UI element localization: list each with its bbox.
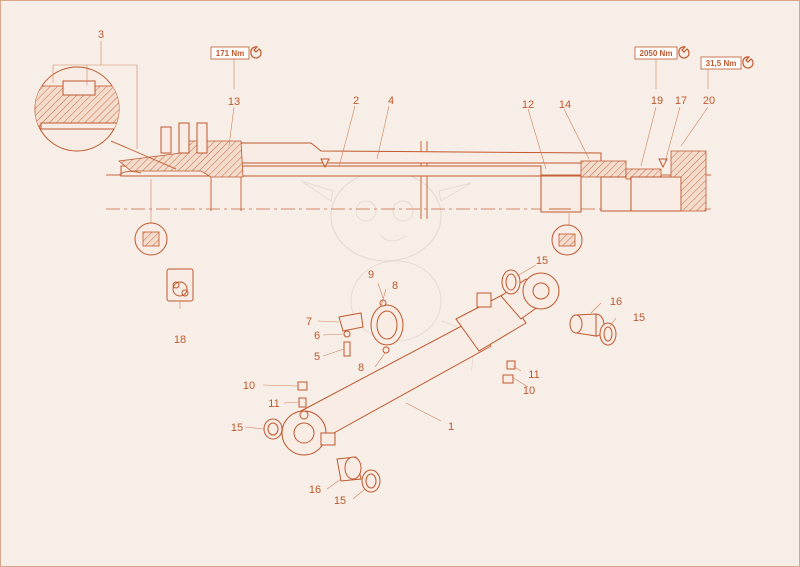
torque-label-31-5: 31,5 Nm <box>700 56 754 70</box>
fitting-10-11-right <box>502 360 516 384</box>
leader-3-arrow <box>110 140 177 170</box>
fitting-10-11-left <box>297 381 308 408</box>
cylinder-section-view <box>106 122 711 219</box>
callout-9: 9 <box>368 269 374 281</box>
torque-value-2050: 2050 Nm <box>640 49 673 58</box>
ring-15-bottom <box>361 469 381 493</box>
callout-12: 12 <box>522 99 534 111</box>
callout-16-right: 16 <box>610 296 622 308</box>
callout-10-right: 10 <box>523 385 535 397</box>
wrench-icon <box>250 46 262 59</box>
clamp-7 <box>338 312 364 332</box>
callout-1: 1 <box>448 421 454 433</box>
callout-14: 14 <box>559 99 571 111</box>
torque-value-31-5: 31,5 Nm <box>706 59 737 68</box>
callout-8-bottom: 8 <box>358 362 364 374</box>
callout-13: 13 <box>228 96 240 108</box>
callout-7: 7 <box>306 316 312 328</box>
callout-15-top: 15 <box>536 255 548 267</box>
callout-15-left: 15 <box>231 422 243 434</box>
detail-circle-seal-right <box>551 213 583 256</box>
callout-16-bottom: 16 <box>309 484 321 496</box>
ring-15-top <box>501 269 521 295</box>
callout-10-left: 10 <box>243 380 255 392</box>
bush-16-bottom <box>336 456 362 482</box>
wrench-icon <box>742 56 754 69</box>
callout-11-right: 11 <box>528 369 539 381</box>
bush-16-right <box>569 313 605 337</box>
detail-view-seal-3 <box>34 66 120 152</box>
wrench-icon <box>678 46 690 59</box>
callout-15-right: 15 <box>633 312 645 324</box>
callout-3: 3 <box>98 29 104 41</box>
washer-6 <box>343 330 351 338</box>
torque-value-171: 171 Nm <box>216 49 244 58</box>
callout-15-bottom: 15 <box>334 495 346 507</box>
ring-15-right <box>599 322 617 346</box>
callout-20: 20 <box>703 95 715 107</box>
torque-label-2050: 2050 Nm <box>634 46 690 60</box>
callout-8-top: 8 <box>392 280 398 292</box>
detail-circle-seal-left <box>134 179 168 256</box>
torque-label-171: 171 Nm <box>210 46 262 60</box>
callout-5: 5 <box>314 351 320 363</box>
callout-11-left: 11 <box>268 398 279 410</box>
clamp-assembly <box>338 299 404 357</box>
callout-6: 6 <box>314 330 320 342</box>
cylinder-exploded-view <box>281 272 560 456</box>
callout-18: 18 <box>174 334 186 346</box>
bolt-5 <box>343 341 351 357</box>
piston-seal-14 <box>580 160 627 178</box>
o-ring-8-bottom <box>382 346 390 354</box>
cylinder-tube <box>235 142 602 164</box>
callout-4: 4 <box>388 95 394 107</box>
callout-17: 17 <box>675 95 687 107</box>
callout-2: 2 <box>353 95 359 107</box>
seal-kit-bag-18 <box>166 268 194 309</box>
piston-rod <box>120 165 542 177</box>
cylinder-bottom <box>670 150 707 212</box>
ring-15-left <box>263 418 283 440</box>
callout-19: 19 <box>651 95 663 107</box>
